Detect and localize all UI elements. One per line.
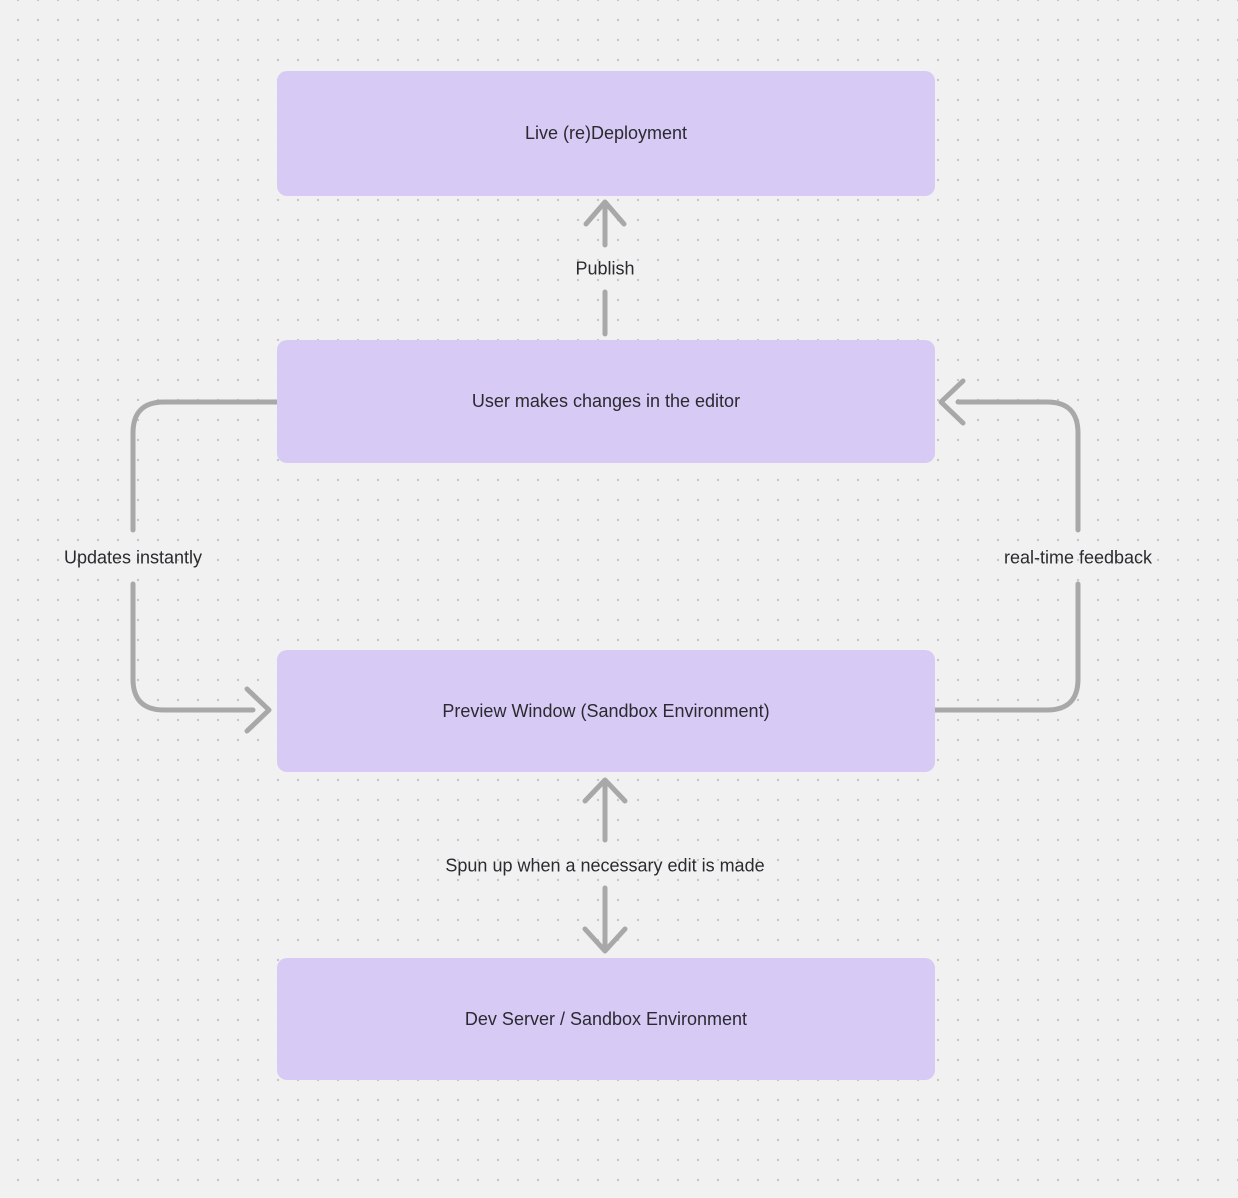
node-preview-window-label: Preview Window (Sandbox Environment) (442, 700, 770, 721)
arrow-updates-instantly[interactable] (130, 399, 280, 734)
arrow-feedback-segment-top[interactable] (955, 399, 1081, 533)
node-dev-server-label: Dev Server / Sandbox Environment (464, 1008, 748, 1029)
node-dev-server[interactable]: Dev Server / Sandbox Environment (277, 958, 935, 1080)
arrowhead-up-icon[interactable] (582, 777, 628, 804)
arrow-updates-segment-bottom[interactable] (130, 581, 256, 713)
edge-label-publish[interactable]: Publish (575, 258, 635, 279)
arrowhead-down-icon[interactable] (582, 926, 628, 954)
node-preview-window[interactable]: Preview Window (Sandbox Environment) (277, 650, 935, 772)
arrow-updates-segment-top[interactable] (130, 399, 280, 533)
arrow-real-time-feedback[interactable] (932, 378, 1081, 713)
node-live-redeployment[interactable]: Live (re)Deployment (277, 71, 935, 196)
node-live-redeployment-label: Live (re)Deployment (524, 123, 688, 143)
edge-label-spun-up[interactable]: Spun up when a necessary edit is made (445, 855, 765, 876)
arrowhead-up-icon[interactable] (583, 199, 627, 227)
node-user-editor[interactable]: User makes changes in the editor (277, 340, 935, 463)
arrowhead-right-icon[interactable] (244, 686, 272, 734)
edge-label-real-time-feedback[interactable]: real-time feedback (1003, 547, 1153, 568)
arrowhead-left-icon[interactable] (938, 378, 966, 426)
arrow-feedback-segment-bottom[interactable] (932, 581, 1081, 713)
node-user-editor-label: User makes changes in the editor (471, 391, 741, 411)
arrow-spun-up[interactable] (582, 777, 628, 954)
arrow-publish[interactable] (583, 199, 627, 337)
edge-label-updates-instantly[interactable]: Updates instantly (63, 547, 203, 568)
